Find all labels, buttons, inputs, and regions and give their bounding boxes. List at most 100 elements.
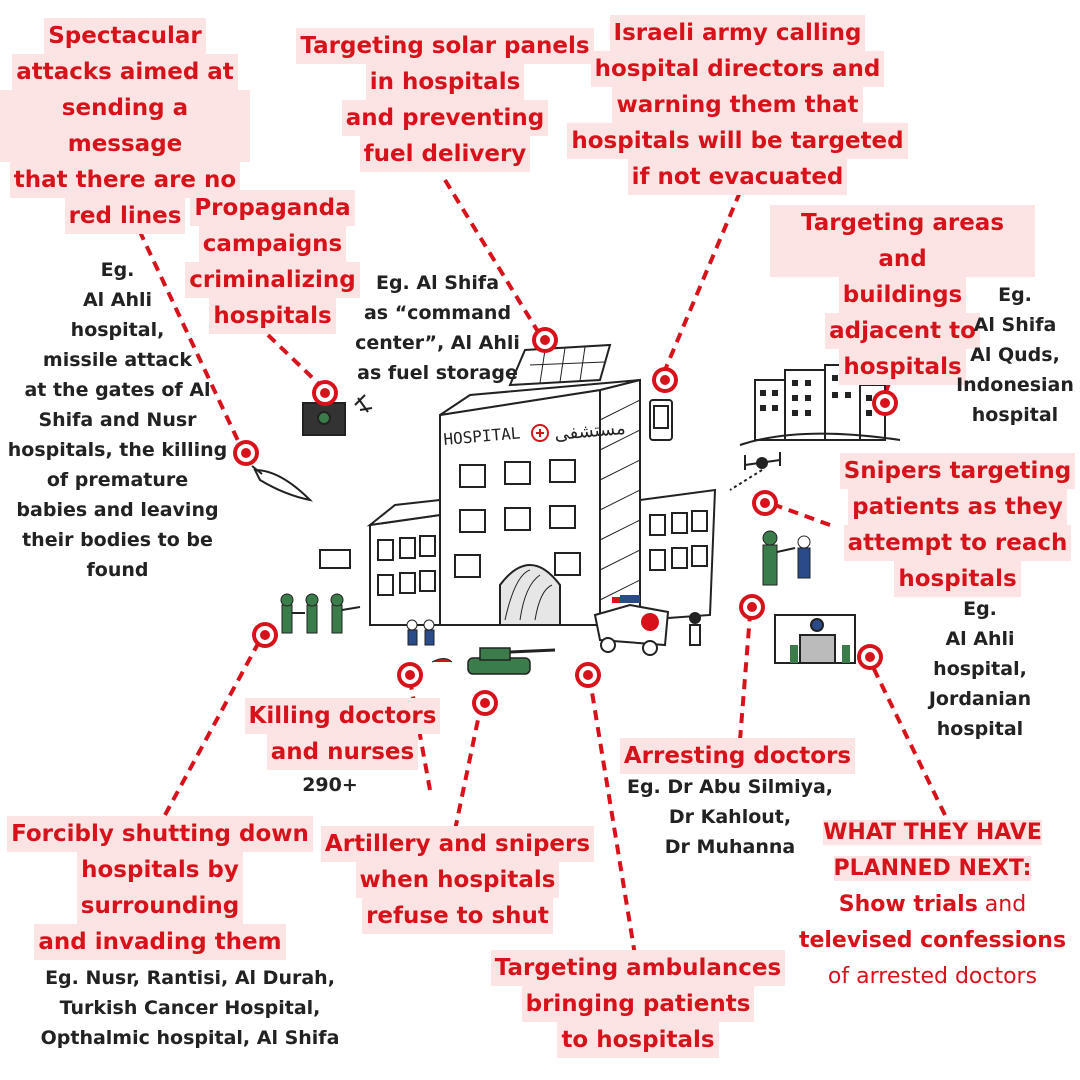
text-line: buildings [838,277,967,313]
text-line: Al Shifa [973,314,1057,336]
target-icon [872,390,898,416]
text-line: hospitals by [77,852,243,888]
text-line: attacks aimed at [12,54,238,90]
text-line: Eg. Al Shifa [375,272,500,294]
trial-scene [774,614,856,664]
text-line: Eg. [100,259,135,281]
text-line: Shifa and Nusr [38,409,197,431]
text-line: hospital, [933,658,1027,680]
text-line: Snipers targeting [839,453,1076,489]
target-icon [252,622,278,648]
example-shutting: Eg. Nusr, Rantisi, Al Durah, Turkish Canc… [20,963,360,1053]
text-line: Israeli army calling [609,15,866,51]
ambulance-drawing [593,595,701,656]
sniper-figures [762,530,811,586]
text-line: hospital [971,404,1059,426]
text-line: Indonesian [956,374,1074,396]
connector-line [663,191,742,371]
target-icon [652,367,678,393]
drone-drawing [729,452,781,491]
connector-lines [123,178,947,956]
text-line: and preventing [341,100,549,136]
target-icon [472,690,498,716]
target-icon [397,662,423,688]
example-killing-count: 290+ [280,770,380,800]
text-line: Forcibly shutting down [7,816,313,852]
text-line: sending a message [0,90,250,162]
text-line: when hospitals [355,862,560,898]
planned-heading-2: PLANNED NEXT: [833,856,1032,881]
target-icon [575,662,601,688]
target-icon [532,327,558,353]
text-line: at the gates of Al [24,379,211,401]
text-line: Artillery and snipers [320,826,595,862]
text-line: Spectacular [44,18,206,54]
text-line: Al Ahli [82,289,153,311]
text-line: babies and leaving [16,499,219,521]
text-line: Arresting doctors [619,738,856,774]
connector-line [443,178,542,337]
text-line: hospital [936,718,1024,740]
connector-line [123,199,242,446]
text-line: Turkish Cancer Hospital, [59,997,321,1019]
text-line: hospitals [839,349,966,385]
missile-drawing [251,465,314,502]
text-line: red lines [64,198,186,234]
example-al-ahli-attack: Eg. Al Ahli hospital, missile attack at the … [0,255,235,585]
text-line: bringing patients [521,986,755,1022]
text-line: Targeting ambulances [490,950,786,986]
text-line: campaigns [198,226,347,262]
planned-and: and [977,892,1027,917]
planned-heading-1: WHAT THEY HAVE [823,820,1042,845]
tv-drawing [302,394,373,436]
text-line: hospitals, the killing [7,439,228,461]
connector-line [266,333,322,387]
text-line: attempt to reach [843,525,1072,561]
target-markers [233,327,898,716]
text-line: Dr Kahlout, [668,806,792,828]
hospital-building [366,343,717,627]
text-line: fuel delivery [359,136,531,172]
connector-line [870,664,947,816]
text-line: hospital, [70,319,165,341]
text-line: Targeting solar panels [296,28,594,64]
text-line: refuse to shut [362,898,553,934]
text-line: Eg. Nusr, Rantisi, Al Durah, [45,967,335,989]
text-line: found [86,559,149,581]
text-line: their bodies to be [22,529,213,551]
target-icon [312,380,338,406]
target-icon [739,594,765,620]
text-line: Al Ahli [945,628,1015,650]
text-line: hospitals [209,298,336,334]
text-line: in hospitals [365,64,525,100]
text-line: Eg. Dr Abu Silmiya, [626,776,834,798]
text-line: patients as they [848,489,1067,525]
text-line: hospitals will be targeted [567,123,908,159]
text-line: 290+ [302,774,358,796]
planned-televised: televised confessions [798,928,1067,953]
text-line: to hospitals [557,1022,719,1058]
text-line: missile attack [42,349,193,371]
text-line: warning them that [612,87,863,123]
text-line: Killing doctors [244,698,441,734]
text-line: Targeting areas and [770,205,1035,277]
label-arresting-doctors: Arresting doctors [615,738,860,774]
text-line: hospital directors and [590,51,885,87]
text-line: Dr Muhanna [664,836,796,858]
planned-show-trials: Show trials [838,892,978,917]
target-icon [857,644,883,670]
text-line: Eg. [998,284,1032,306]
text-line: if not evacuated [627,159,848,195]
text-line: center”, Al Ahli [355,332,520,354]
connector-line [774,503,831,527]
text-line: adjacent to [825,313,980,349]
example-arresting: Eg. Dr Abu Silmiya, Dr Kahlout, Dr Muhanna [615,772,845,862]
